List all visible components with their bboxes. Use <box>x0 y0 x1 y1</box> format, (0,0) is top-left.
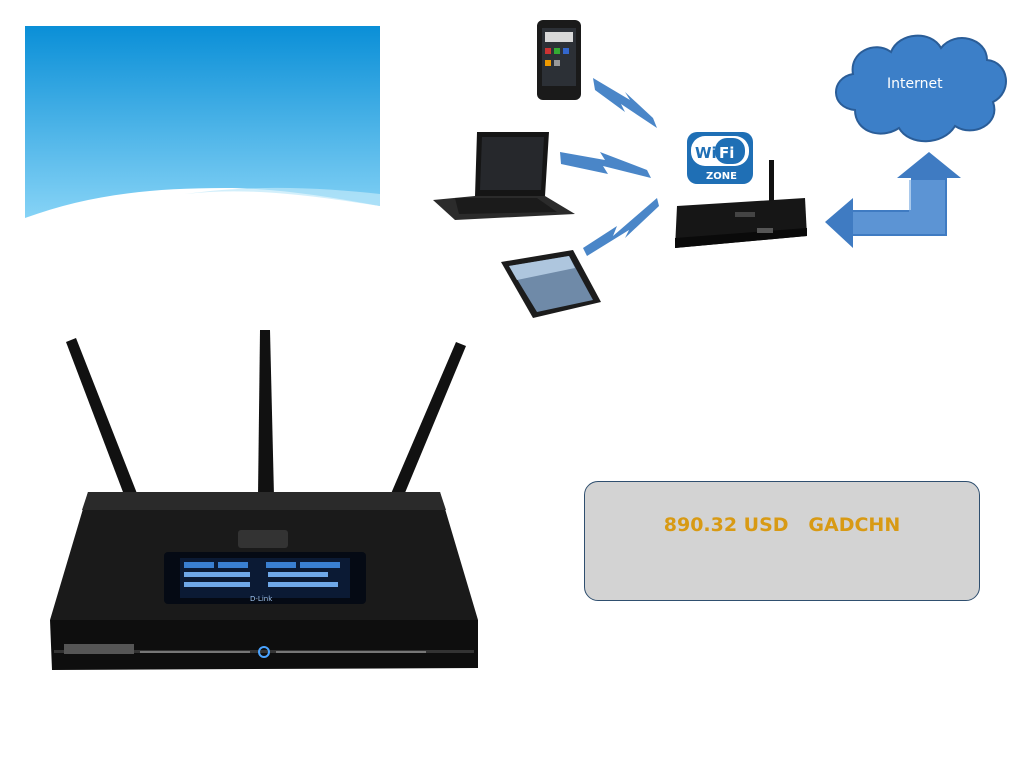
network-diagram: Wi Fi ZONE Internet <box>433 20 1007 318</box>
antenna-center-icon <box>258 330 274 496</box>
router-display-screen: D-Link <box>164 530 366 604</box>
antenna-right-icon <box>390 342 466 500</box>
internet-cloud-icon: Internet <box>835 34 1007 143</box>
laptop-icon <box>433 132 575 220</box>
internet-label: Internet <box>887 76 943 92</box>
small-router-icon <box>675 160 807 248</box>
header-wave-banner <box>25 26 380 218</box>
router-photo: D-Link <box>50 330 478 670</box>
price-info-box: 890.32 USD GADCHN <box>584 481 980 601</box>
wifi-badge-wi: Wi <box>695 144 717 162</box>
wireless-signal-bolts <box>560 78 659 256</box>
wifi-zone-badge: Wi Fi ZONE <box>687 132 753 184</box>
wifi-badge-fi: Fi <box>719 144 734 162</box>
wifi-badge-zone: ZONE <box>706 171 737 182</box>
antenna-left-icon <box>66 338 138 500</box>
price-label: 890.32 USD GADCHN <box>663 514 901 536</box>
smartphone-icon <box>537 20 581 100</box>
tablet-icon <box>501 250 601 318</box>
router-brand-label: D-Link <box>250 595 273 603</box>
uplink-arrow-icon <box>825 152 961 248</box>
